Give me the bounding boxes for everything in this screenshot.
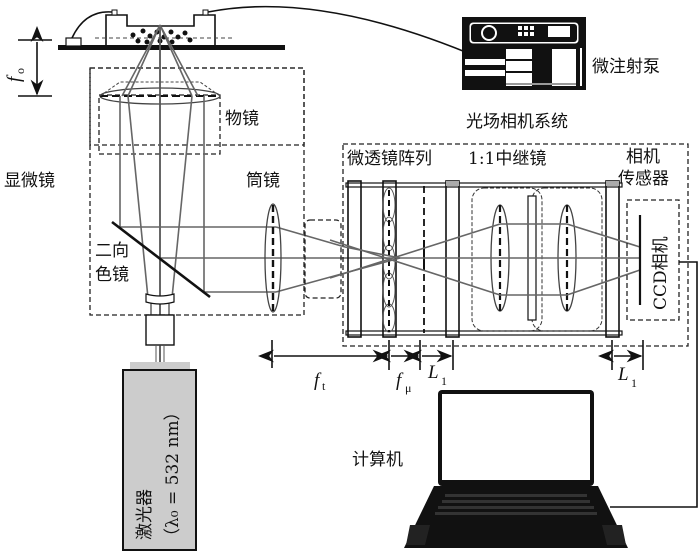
microscope-rays — [119, 24, 400, 390]
computer-label: 计算机 — [352, 450, 403, 470]
fo-subscript: o — [13, 68, 27, 74]
laser-coupler — [130, 293, 190, 370]
l1-symbol: L — [427, 362, 439, 383]
dichroic-label-2: 色镜 — [95, 265, 129, 285]
ccd-frame — [626, 199, 680, 321]
laser-label-2: （λ₀ = 532 nm） — [163, 403, 183, 545]
lens-mounts — [347, 180, 620, 338]
focal-dimensions — [258, 340, 644, 370]
sample-particles — [130, 28, 193, 45]
syringe-pump — [462, 17, 586, 90]
fo-symbol: f — [4, 74, 25, 82]
tube-lens-label: 筒镜 — [246, 171, 280, 191]
ft-symbol: f — [314, 370, 322, 391]
pump-tube — [207, 5, 481, 59]
tube-lens — [264, 203, 282, 313]
fmu-symbol: f — [396, 370, 404, 391]
microscope-upper-frame — [89, 67, 305, 146]
dichroic-mirror — [111, 220, 211, 299]
l1b-subscript: 1 — [631, 376, 637, 390]
laser-body — [122, 369, 197, 551]
microlens-array-label: 微透镜阵列 — [347, 149, 432, 169]
microscope-frame — [89, 67, 305, 316]
micro-pump-label: 微注射泵 — [592, 57, 660, 77]
dichroic-label-1: 二向 — [95, 241, 129, 261]
laser-label-1: 激光器 — [135, 489, 155, 540]
relay-lens — [471, 187, 603, 332]
adapter-frame — [304, 219, 342, 299]
computer-cable — [610, 261, 698, 508]
l1-subscript: 1 — [441, 374, 447, 388]
optical-rails — [345, 182, 623, 336]
light-field-system-label: 光场相机系统 — [466, 112, 568, 132]
ft-subscript: t — [322, 379, 326, 393]
objective-focal-dimension: f o — [4, 26, 52, 97]
relay-lens-label: 1:1中继镜 — [468, 149, 546, 169]
objective-label: 物镜 — [225, 109, 259, 129]
camera-sensor-label-1: 相机 — [626, 147, 660, 167]
fmu-subscript: μ — [405, 381, 411, 395]
l1b-symbol: L — [617, 364, 629, 385]
microscope-label: 显微镜 — [4, 171, 55, 191]
camera-rays — [329, 223, 641, 296]
laptop-computer — [404, 390, 628, 548]
ccd-camera-label: CCD相机 — [651, 236, 671, 310]
sample-stage — [58, 5, 481, 59]
camera-sensor-label-2: 传感器 — [618, 169, 669, 189]
